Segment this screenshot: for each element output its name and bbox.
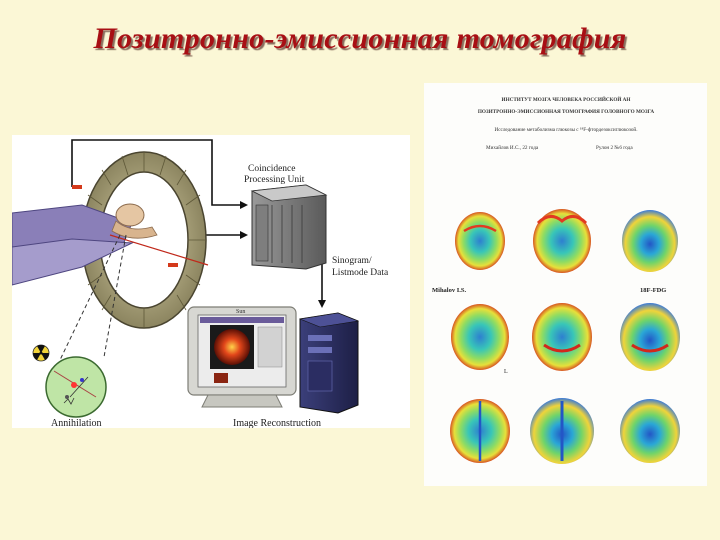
report-header-2: ПОЗИТРОННО-ЭМИССИОННАЯ ТОМОГРАФИЯ ГОЛОВН…	[478, 109, 655, 115]
coincidence-label-1: Coincidence	[248, 164, 295, 174]
side-label: L	[504, 369, 508, 375]
report-patient: Михайлов И.С., 22 года	[486, 144, 539, 151]
report-date: Рулон 2 №6 года	[596, 145, 633, 151]
annihilation-label: Annihilation	[51, 418, 102, 428]
brain-scan-image	[214, 329, 250, 365]
pet-diagram: Annihilation Coincidence Processing Unit…	[12, 135, 410, 428]
slide-title: Позитронно-эмиссионная томография	[0, 22, 720, 56]
pet-slice-row-2	[451, 303, 680, 371]
sinogram-label-2: Listmode Data	[332, 268, 389, 278]
workstation-monitor: Sun	[188, 307, 296, 407]
patient-scan-label: Mihalov I.S.	[432, 287, 467, 294]
sinogram-label-1: Sinogram/	[332, 256, 372, 266]
report-header-1: ИНСТИТУТ МОЗГА ЧЕЛОВЕКА РОССИЙСКОЙ АН	[502, 95, 631, 103]
pet-report-document: ИНСТИТУТ МОЗГА ЧЕЛОВЕКА РОССИЙСКОЙ АН ПО…	[424, 83, 707, 486]
coincidence-processing-unit	[252, 185, 326, 269]
radiation-icon	[33, 345, 49, 361]
report-study-line: Исследование метаболизма глюкозы с ¹⁸F-ф…	[494, 126, 637, 133]
monitor-brand: Sun	[236, 309, 245, 315]
tracer-label: 18F-FDG	[640, 287, 666, 294]
pet-slice-row-1	[455, 209, 678, 273]
image-reconstruction-label: Image Reconstruction	[233, 418, 321, 428]
coincidence-label-2: Processing Unit	[244, 175, 305, 185]
annihilation-circle	[46, 357, 106, 417]
pet-slice-row-3	[450, 398, 680, 464]
workstation-tower	[300, 313, 358, 413]
